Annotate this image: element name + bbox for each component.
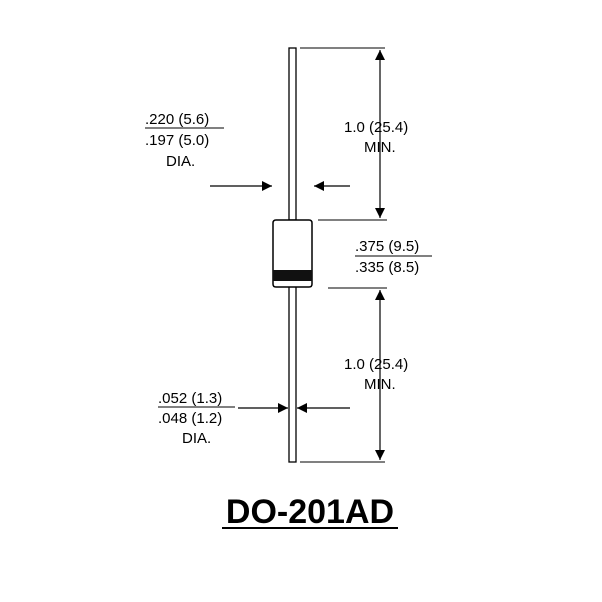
package-name: DO-201AD [226, 493, 394, 531]
lead-bottom [288, 284, 297, 463]
body-dia-min: .197 (5.0) [145, 132, 209, 149]
top-lead-length-value: 1.0 (25.4) [344, 119, 408, 136]
cathode-band [273, 270, 312, 281]
body-dia-max: .220 (5.6) [145, 111, 209, 128]
lead-dia-suffix: DIA. [182, 430, 211, 447]
body-length-max: .375 (9.5) [355, 238, 419, 255]
lead-dia-max: .052 (1.3) [158, 390, 222, 407]
bottom-lead-length-suffix: MIN. [364, 376, 396, 393]
top-lead-length-suffix: MIN. [364, 139, 396, 156]
lead-dia-min: .048 (1.2) [158, 410, 222, 427]
body-dia-suffix: DIA. [166, 153, 195, 170]
body-length-min: .335 (8.5) [355, 259, 419, 276]
lead-top [288, 47, 297, 221]
bottom-lead-length-value: 1.0 (25.4) [344, 356, 408, 373]
